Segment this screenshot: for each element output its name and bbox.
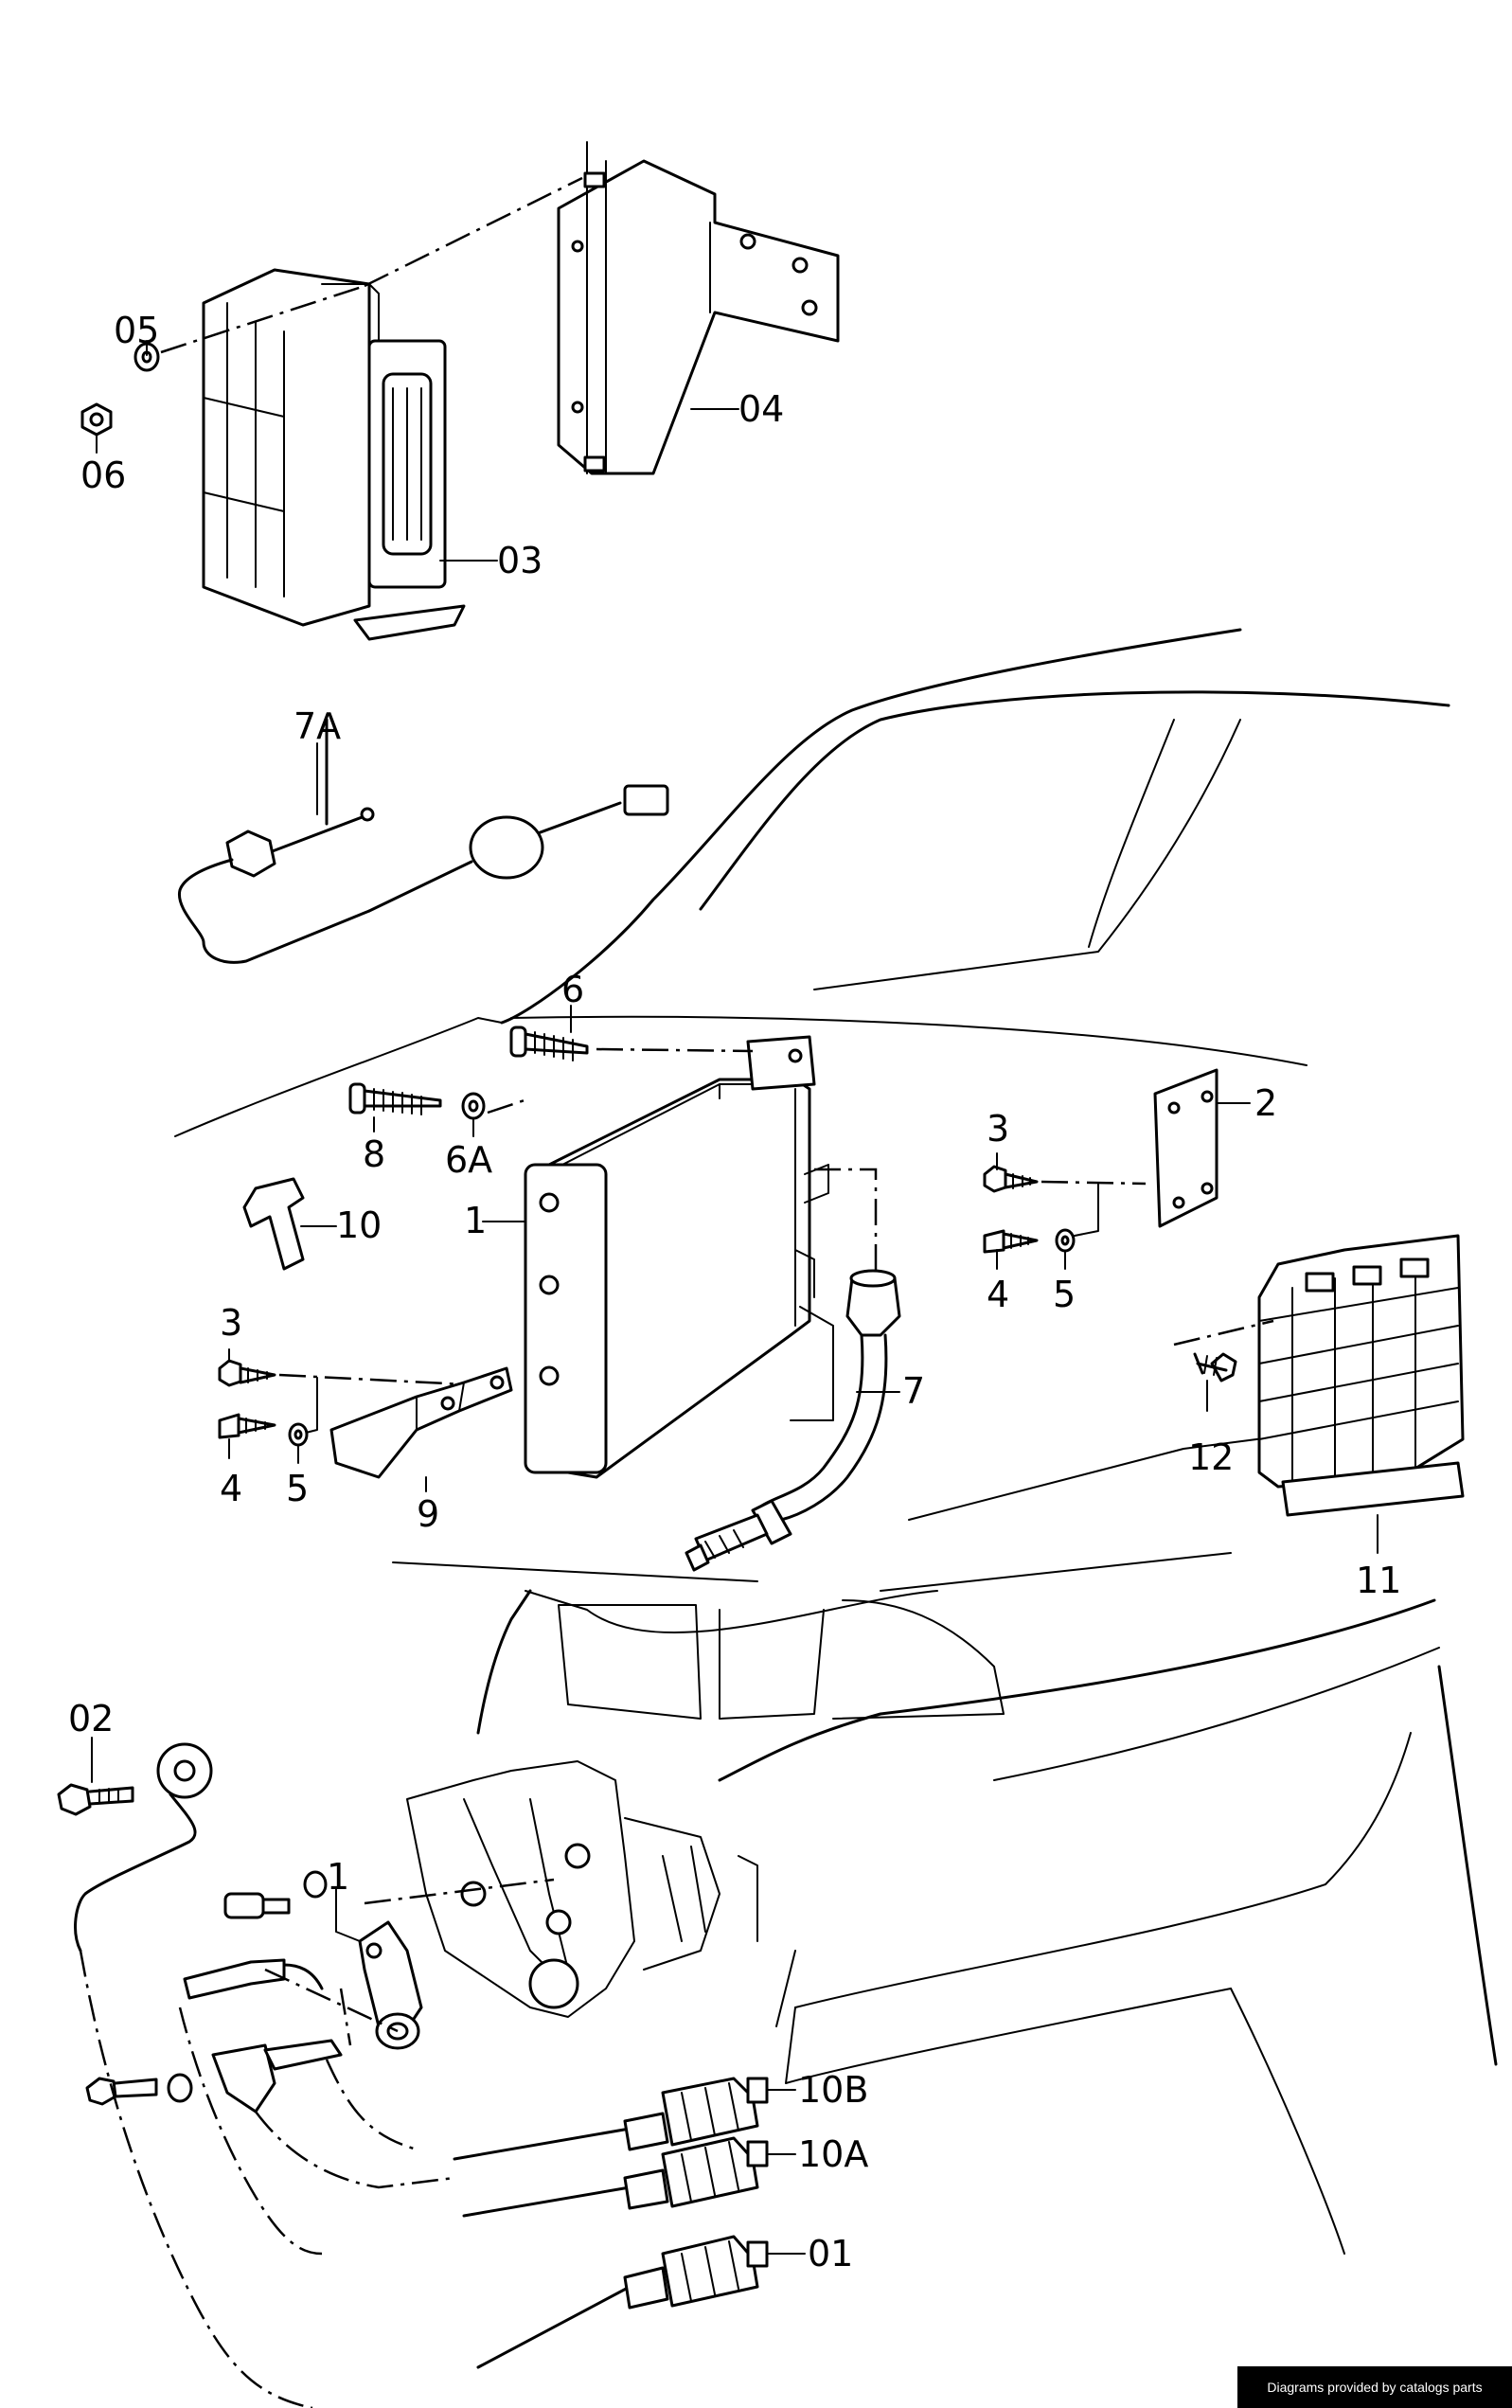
callout-7: 7 xyxy=(902,1370,925,1412)
oxygen-sensor-7 xyxy=(685,1168,901,1572)
clip-10 xyxy=(242,1177,305,1271)
callout-9: 9 xyxy=(417,1493,439,1535)
connector-10b xyxy=(453,2077,769,2161)
callout-3-right: 3 xyxy=(987,1108,1009,1150)
knock-sensor-cables xyxy=(79,1950,455,2408)
connector-10a xyxy=(462,2136,769,2218)
callout-03: 03 xyxy=(497,540,543,581)
callout-11: 11 xyxy=(1356,1560,1401,1601)
callout-1: 1 xyxy=(464,1200,487,1241)
callout-labels: 05 06 04 03 7A 6 8 6A 10 1 2 3 4 5 7 3 4… xyxy=(68,310,1401,2274)
callout-5-right: 5 xyxy=(1053,1274,1076,1315)
bracket-2 xyxy=(1153,1068,1218,1228)
connector-01 xyxy=(476,2235,769,2369)
callout-4-right: 4 xyxy=(987,1274,1009,1315)
callout-02: 02 xyxy=(68,1698,114,1739)
callout-6: 6 xyxy=(561,969,584,1010)
callout-1-knock: 1 xyxy=(327,1856,349,1898)
callout-01: 01 xyxy=(808,2233,853,2274)
callout-5-left: 5 xyxy=(286,1468,309,1509)
car-body-outline xyxy=(174,628,1498,2255)
nut-and-washer-top xyxy=(80,176,583,437)
screws-6-8-6a xyxy=(348,1026,754,1120)
screws-right xyxy=(983,1165,1147,1254)
callout-12: 12 xyxy=(1188,1436,1234,1478)
callout-8: 8 xyxy=(363,1133,385,1175)
knock-sensor-02 xyxy=(57,1742,213,1953)
callout-4-left: 4 xyxy=(220,1468,242,1509)
callout-06: 06 xyxy=(80,455,126,496)
control-unit-03 xyxy=(202,268,466,641)
screws-left-and-bracket-9 xyxy=(218,1359,513,1479)
credit-banner: Diagrams provided by catalogs parts xyxy=(1237,2366,1512,2408)
engine-block xyxy=(406,1760,758,2018)
callout-3-left: 3 xyxy=(220,1302,242,1344)
control-unit-1 xyxy=(524,1035,834,1479)
knock-sensor-bracket xyxy=(85,1870,555,2114)
callout-10b: 10B xyxy=(798,2069,868,2111)
callout-6a: 6A xyxy=(445,1139,492,1181)
callout-04: 04 xyxy=(738,388,784,430)
callout-7a: 7A xyxy=(294,705,341,747)
callout-05: 05 xyxy=(114,310,159,351)
callout-2: 2 xyxy=(1254,1082,1277,1124)
leader-lines xyxy=(91,340,1379,2255)
mounting-bracket-04 xyxy=(557,141,840,475)
callout-10: 10 xyxy=(336,1204,382,1246)
oxygen-sensor-7a xyxy=(178,718,669,964)
callout-10a: 10A xyxy=(798,2133,868,2175)
control-unit-11 xyxy=(1173,1234,1465,1517)
